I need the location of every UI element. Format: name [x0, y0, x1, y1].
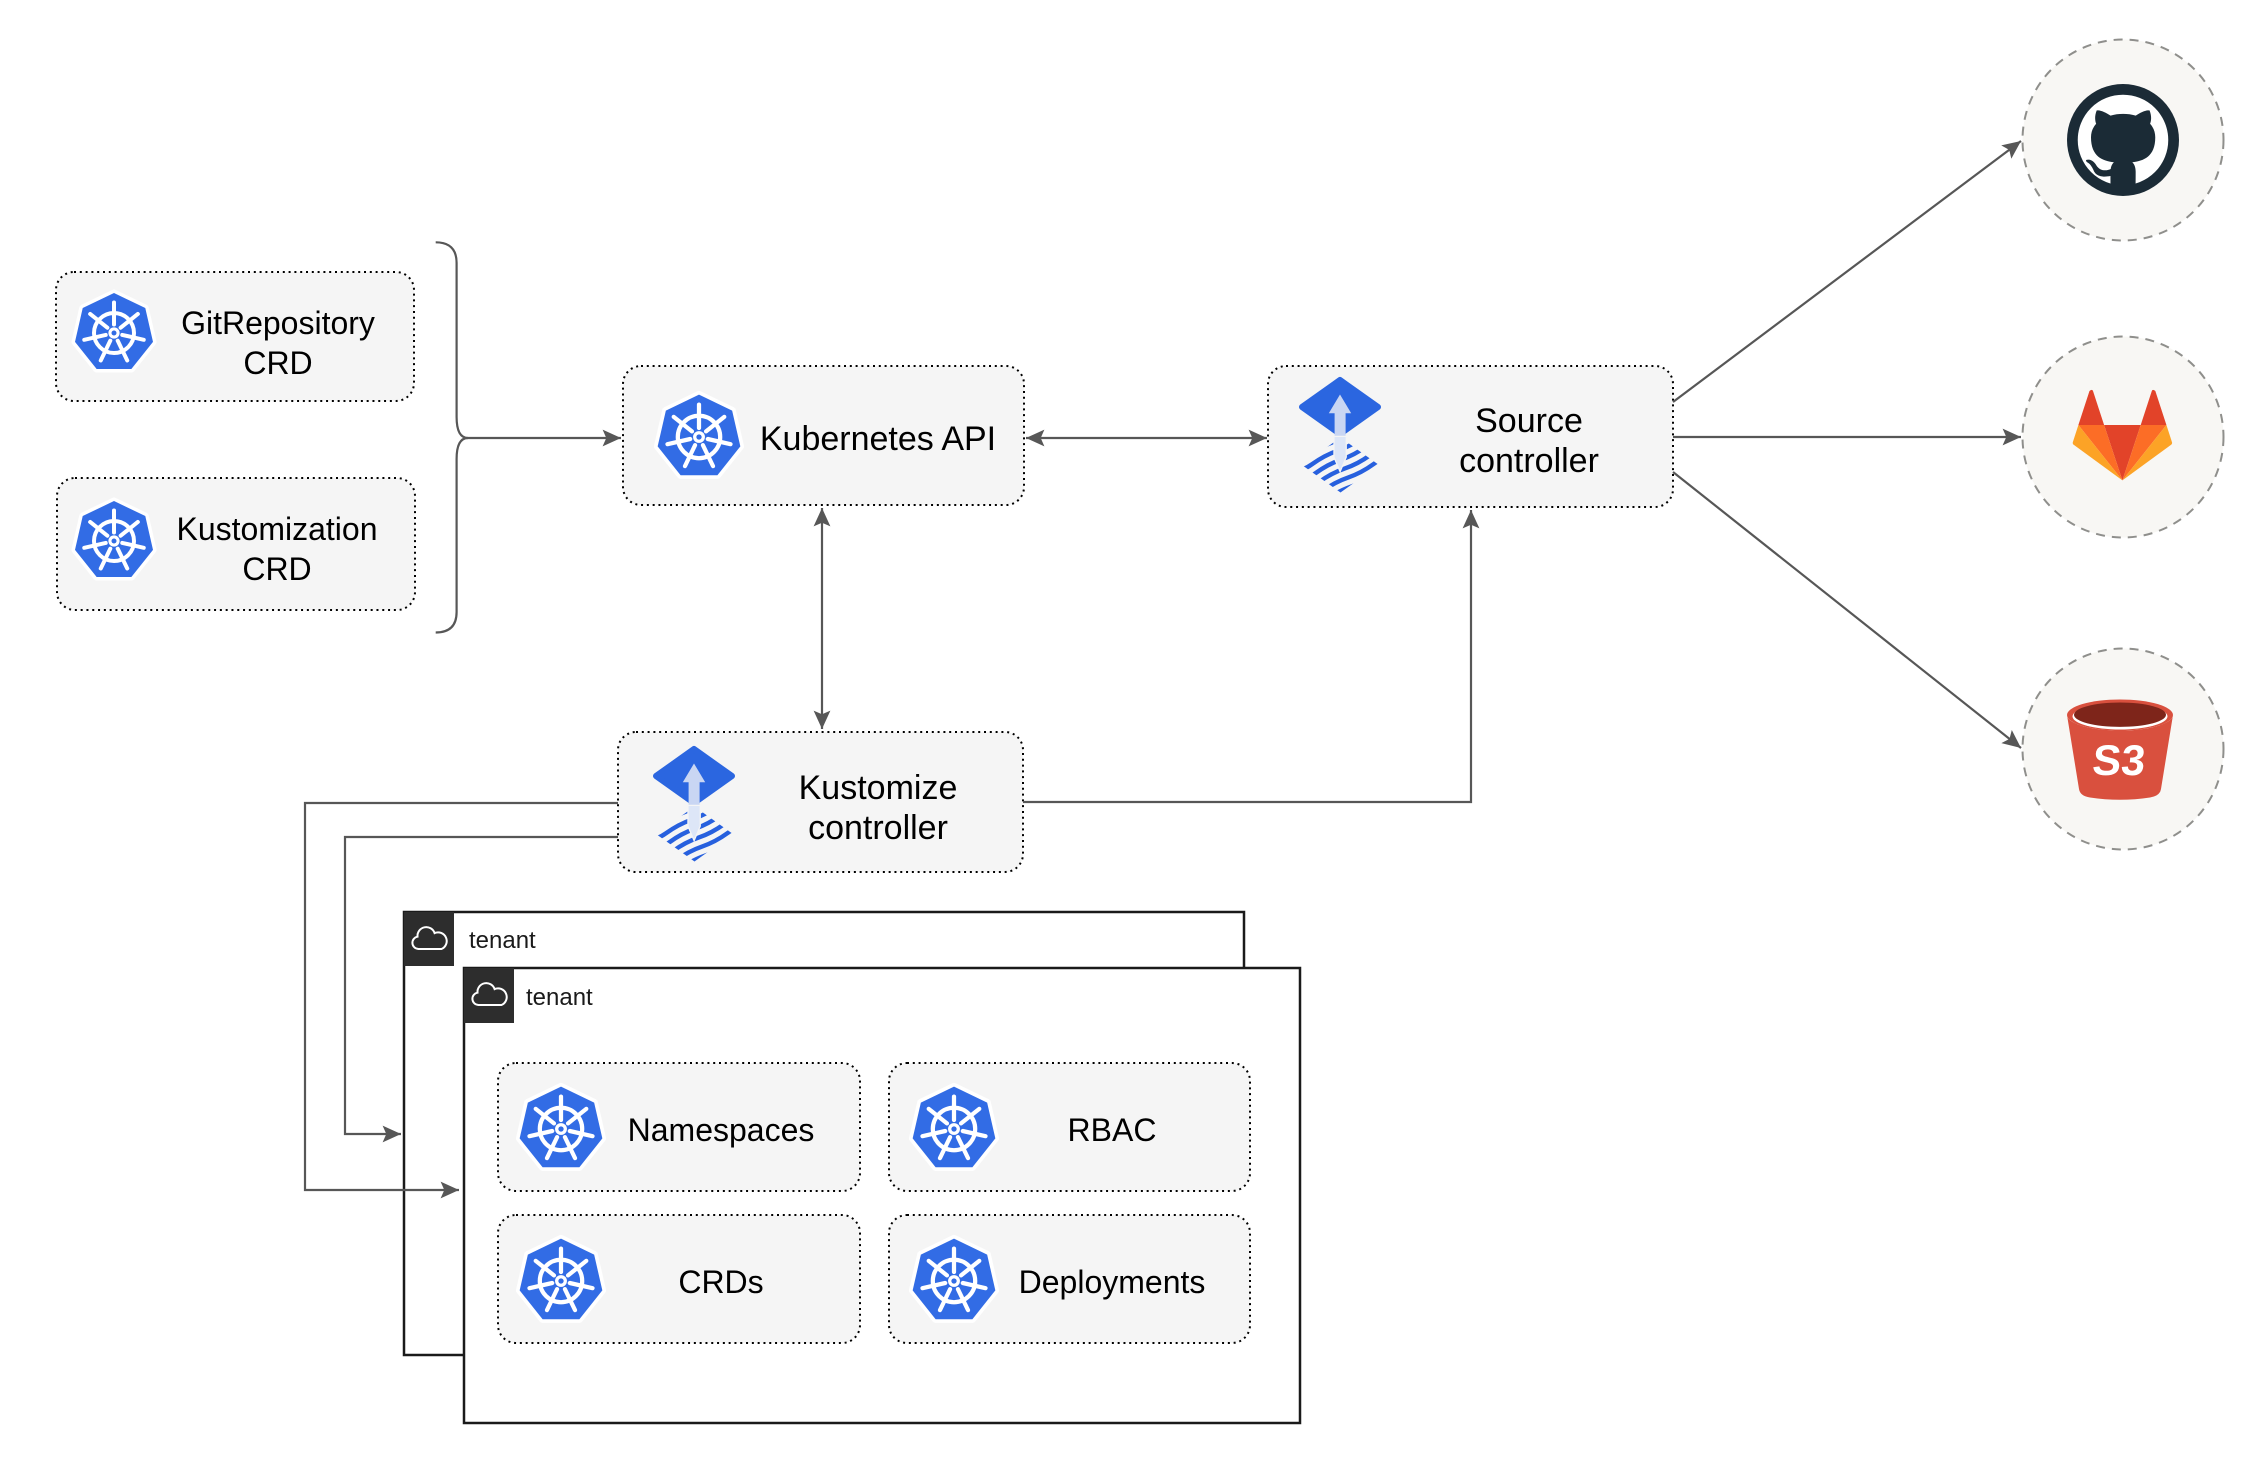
svg-text:CRD: CRD: [243, 345, 312, 381]
svg-text:Source: Source: [1475, 402, 1583, 440]
svg-text:Deployments: Deployments: [1019, 1264, 1206, 1300]
svg-text:Kustomize: Kustomize: [799, 769, 958, 807]
svg-text:tenant: tenant: [526, 984, 593, 1011]
svg-text:S3: S3: [2091, 737, 2148, 785]
svg-text:Kubernetes API: Kubernetes API: [760, 420, 996, 458]
svg-text:CRD: CRD: [242, 551, 311, 587]
svg-text:RBAC: RBAC: [1068, 1112, 1157, 1148]
svg-text:CRDs: CRDs: [678, 1264, 763, 1300]
svg-text:controller: controller: [1459, 442, 1599, 480]
svg-text:Kustomization: Kustomization: [177, 511, 378, 547]
svg-text:Namespaces: Namespaces: [628, 1112, 815, 1148]
svg-text:tenant: tenant: [469, 927, 536, 954]
svg-text:GitRepository: GitRepository: [181, 305, 375, 341]
svg-text:controller: controller: [808, 809, 948, 847]
